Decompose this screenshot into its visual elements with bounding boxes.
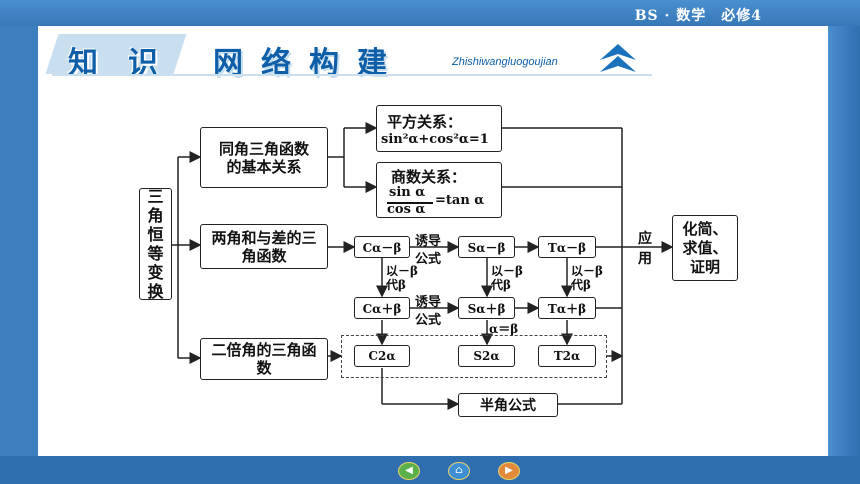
quotient-rhs: =tan α bbox=[435, 193, 485, 208]
s-minus-box: Sα－β bbox=[458, 236, 515, 258]
replace-s-b: 代β bbox=[491, 278, 511, 292]
fraction-bar bbox=[387, 202, 433, 204]
basic-relation-label: 同角三角函数的基本关系 bbox=[218, 139, 309, 176]
basic-relation-box: 同角三角函数的基本关系 bbox=[200, 127, 328, 188]
pythagorean-formula: sin²α+cos²α=1 bbox=[381, 132, 489, 147]
quotient-denominator: cos α bbox=[387, 202, 426, 217]
t-minus-box: Tα－β bbox=[538, 236, 596, 258]
alpha-eq-beta-label: α＝β bbox=[489, 322, 519, 336]
bottom-bar bbox=[0, 456, 860, 484]
sum-diff-box: 两角和与差的三角函数 bbox=[200, 224, 328, 269]
sum-diff-label: 两角和与差的三角函数 bbox=[211, 228, 317, 265]
quotient-box: 商数关系： sin α cos α =tan α bbox=[376, 162, 502, 218]
t-minus-label: Tα－β bbox=[547, 240, 587, 255]
right-strip bbox=[828, 26, 860, 456]
c-double-box: C2α bbox=[354, 345, 410, 367]
root-box: 三角恒等变换 bbox=[139, 187, 172, 301]
c-plus-box: Cα＋β bbox=[354, 297, 410, 319]
double-angle-label: 二倍角的三角函数 bbox=[211, 341, 317, 377]
induce-label-2a: 诱导 bbox=[415, 295, 442, 310]
c-double-label: C2α bbox=[368, 349, 396, 363]
s-plus-box: Sα＋β bbox=[458, 297, 515, 319]
replace-t-a: 以－β bbox=[571, 264, 603, 278]
replace-c-a: 以－β bbox=[386, 264, 418, 278]
double-angle-group bbox=[341, 335, 607, 378]
t-plus-label: Tα＋β bbox=[547, 301, 587, 316]
application-label: 化简、求值、证明 bbox=[682, 219, 728, 276]
double-angle-box: 二倍角的三角函数 bbox=[200, 338, 328, 380]
c-minus-box: Cα－β bbox=[354, 236, 410, 258]
replace-c-b: 代β bbox=[386, 278, 406, 292]
t-double-box: T2α bbox=[538, 345, 596, 367]
arrow-up-icon bbox=[600, 44, 636, 72]
c-minus-label: Cα－β bbox=[362, 240, 402, 255]
quotient-numerator: sin α bbox=[389, 185, 426, 200]
pythagorean-box: 平方关系： sin²α+cos²α=1 bbox=[376, 105, 502, 152]
book-label: BS · 数学 必修4 bbox=[634, 8, 762, 24]
half-angle-box: 半角公式 bbox=[458, 393, 558, 417]
s-double-label: S2α bbox=[473, 349, 500, 363]
application-box: 化简、求值、证明 bbox=[672, 215, 738, 281]
t-double-label: T2α bbox=[553, 349, 581, 363]
header-underline bbox=[52, 74, 652, 76]
apply-label-1: 应 bbox=[638, 231, 652, 247]
induce-label-2b: 公式 bbox=[415, 313, 442, 328]
s-double-box: S2α bbox=[458, 345, 515, 367]
replace-t-b: 代β bbox=[571, 278, 591, 292]
apply-label-2: 用 bbox=[638, 251, 652, 267]
top-bar bbox=[0, 0, 860, 26]
s-minus-label: Sα－β bbox=[467, 240, 506, 255]
root-label: 三角恒等变换 bbox=[147, 187, 164, 301]
half-angle-label: 半角公式 bbox=[480, 398, 536, 414]
induce-label-1b: 公式 bbox=[415, 252, 442, 267]
pythagorean-title: 平方关系： bbox=[387, 113, 463, 131]
replace-s-a: 以－β bbox=[491, 264, 523, 278]
quotient-title: 商数关系： bbox=[391, 168, 467, 186]
c-plus-label: Cα＋β bbox=[362, 301, 402, 316]
s-plus-label: Sα＋β bbox=[467, 301, 506, 316]
header-pinyin: Zhishiwangluogoujian bbox=[452, 56, 558, 68]
prev-icon[interactable]: ◀ bbox=[398, 462, 420, 480]
t-plus-box: Tα＋β bbox=[538, 297, 596, 319]
home-icon[interactable]: ⌂ bbox=[448, 462, 470, 480]
next-icon[interactable]: ▶ bbox=[498, 462, 520, 480]
induce-label-1a: 诱导 bbox=[415, 234, 442, 249]
